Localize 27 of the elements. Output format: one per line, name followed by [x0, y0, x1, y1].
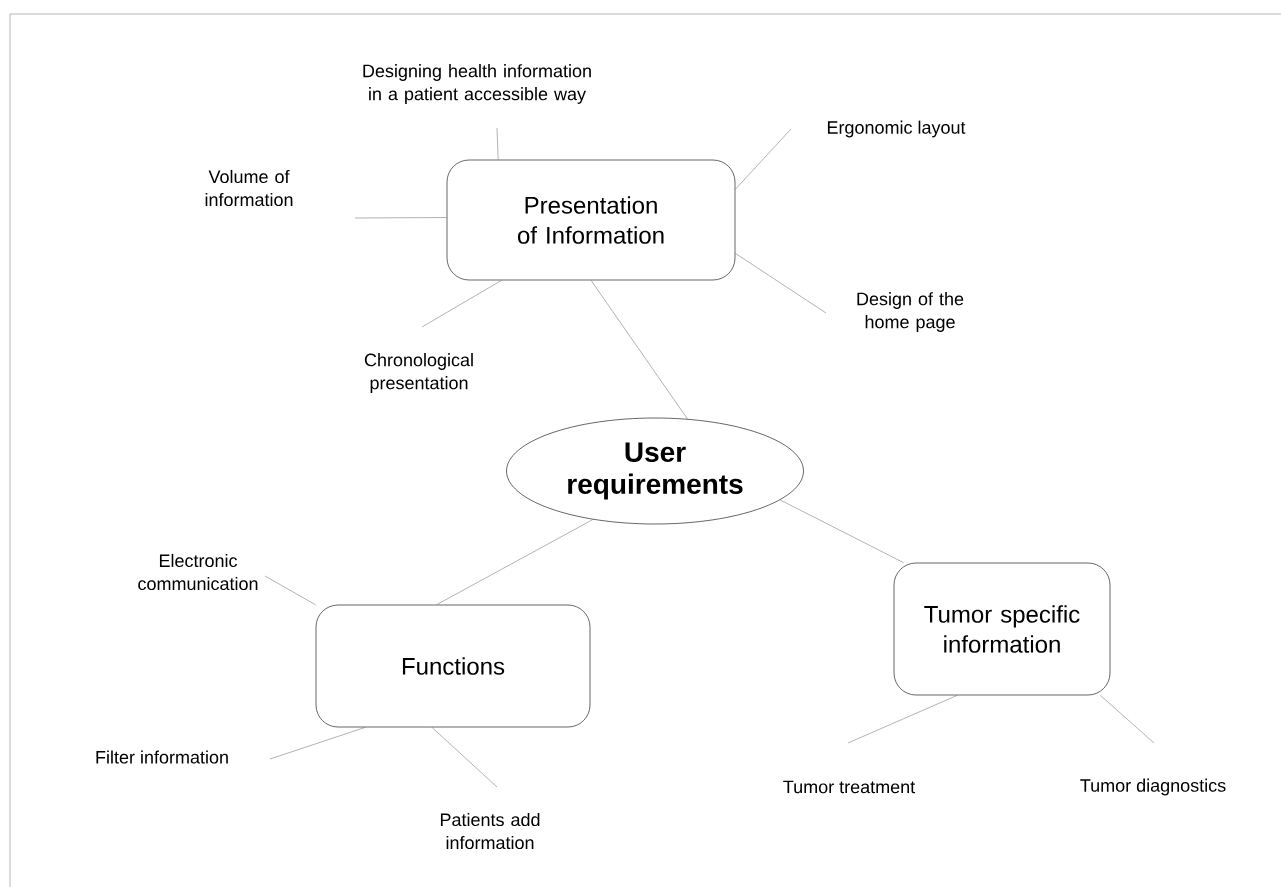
- topic-label: Patients add information: [440, 812, 540, 850]
- connector-line: [735, 128, 792, 190]
- connector-line: [431, 727, 498, 788]
- rounded-box: Presentation of Information: [446, 159, 736, 281]
- connector-line: [496, 127, 499, 160]
- topic-label: Volume of information: [205, 169, 293, 207]
- rounded-box: Functions: [315, 604, 591, 728]
- connector-line: [590, 280, 688, 420]
- connector-line: [354, 217, 447, 219]
- topic-label: Ergonomic layout: [827, 120, 966, 138]
- connector-line: [1100, 695, 1155, 744]
- topic-label: Designing health information in a patient accessible way: [363, 64, 591, 104]
- connector-line: [779, 499, 904, 563]
- connector-line: [421, 280, 502, 328]
- connector-line: [436, 519, 594, 605]
- topic-label: Design of the home page: [857, 292, 964, 332]
- topic-label: Tumor treatment: [783, 780, 916, 794]
- topic-label: Chronological presentation: [364, 353, 473, 393]
- rounded-box: Tumor specific information: [893, 562, 1111, 696]
- topic-label: Electronic communication: [138, 553, 258, 591]
- topic-label: Tumor diagnostics: [1080, 778, 1226, 796]
- topic-label: Filter information: [96, 750, 228, 764]
- connector-line: [269, 727, 366, 760]
- connector-line: [847, 695, 958, 744]
- connector-line: [735, 253, 827, 314]
- ellipse-node: User requirements: [506, 417, 804, 525]
- connector-line: [264, 575, 316, 606]
